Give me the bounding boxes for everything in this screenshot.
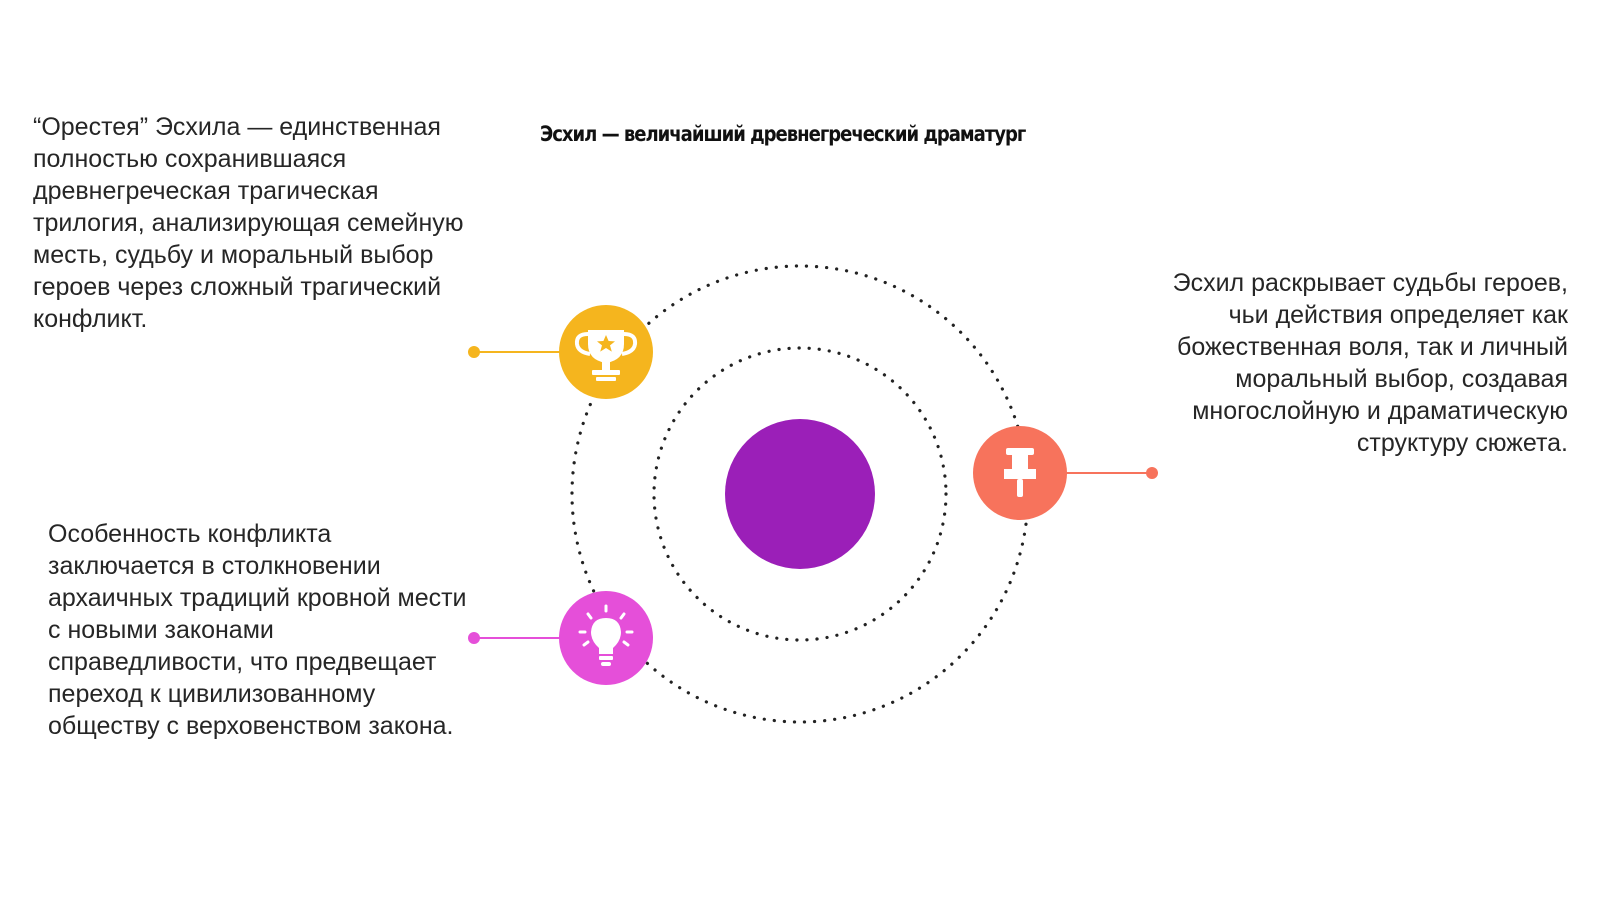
connector-lightbulb <box>468 632 564 644</box>
trophy-icon <box>574 330 638 381</box>
oresteia-text-block: “Орестея” Эсхила — единственная полность… <box>33 113 464 333</box>
lightbulb-icon <box>578 604 634 666</box>
connector-pushpin <box>1062 467 1158 479</box>
pushpin-icon <box>1004 448 1036 497</box>
trophy-node <box>559 305 653 399</box>
connector-dot-lightbulb <box>468 632 480 644</box>
pushpin-node <box>973 426 1067 520</box>
slide-title: Эсхил — величайший древнегреческий драма… <box>540 122 1026 146</box>
connector-dot-pushpin <box>1146 467 1158 479</box>
center-circle <box>725 419 875 569</box>
inner-orbit-ring <box>652 346 948 642</box>
conflict-text-block: Особенность конфликта заключается в стол… <box>48 520 467 740</box>
connector-dot-trophy <box>468 346 480 358</box>
lightbulb-node <box>559 591 653 685</box>
fate-text-block: Эсхил раскрывает судьбы героев, чьи дейс… <box>1172 269 1568 457</box>
connector-trophy <box>468 346 564 358</box>
